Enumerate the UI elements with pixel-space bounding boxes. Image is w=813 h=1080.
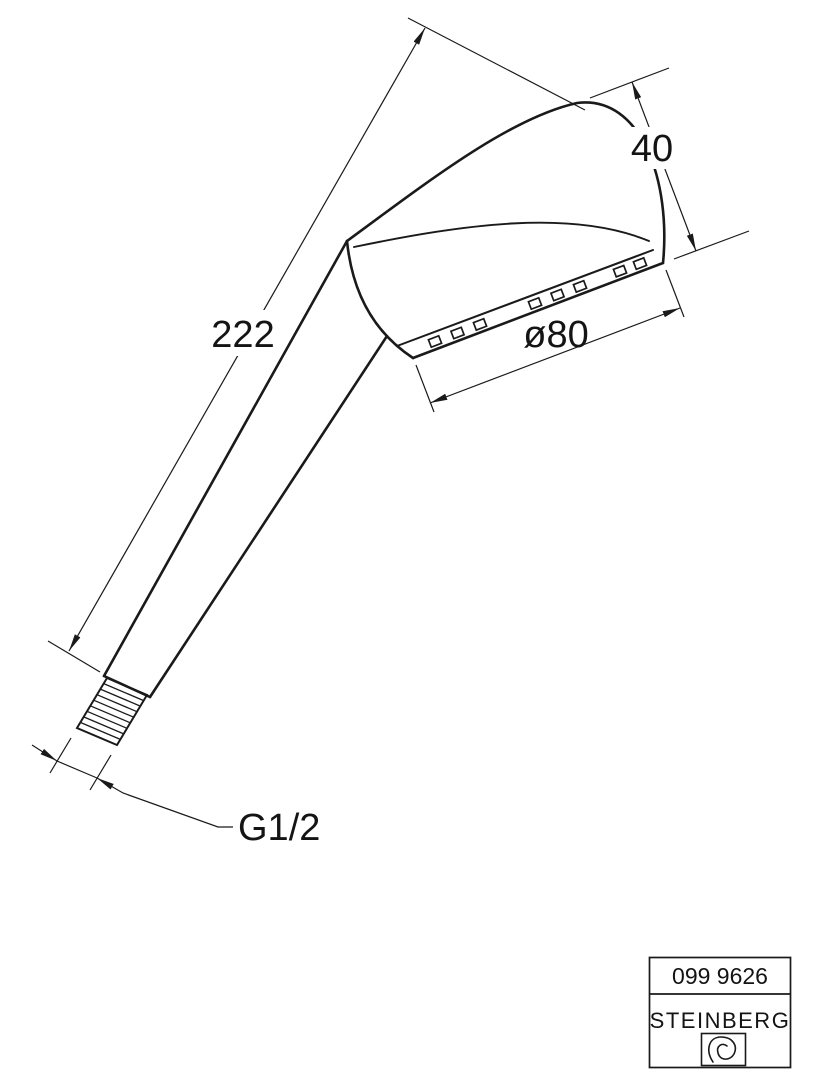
shower-head <box>345 101 666 360</box>
thread-hatching <box>80 683 144 740</box>
title-block: 099 9626 STEINBERG <box>648 956 792 1069</box>
dimension-head-height: 40 <box>589 67 750 260</box>
brand-name: STEINBERG <box>650 1008 791 1033</box>
dim-head-diameter-label: ø80 <box>523 314 588 356</box>
article-number: 099 9626 <box>672 963 768 989</box>
shower-handle <box>102 239 389 699</box>
dimension-length: 222 <box>47 17 586 673</box>
steinberg-logo-icon <box>700 1032 747 1067</box>
dimension-thread: G1/2 <box>31 737 320 849</box>
dim-length-label: 222 <box>211 314 274 356</box>
thread-label: G1/2 <box>238 807 320 849</box>
thread-connector <box>75 676 149 747</box>
dim-head-height-label: 40 <box>631 128 673 170</box>
dimension-head-diameter: ø80 <box>415 269 685 413</box>
hand-shower-outline <box>75 101 666 747</box>
